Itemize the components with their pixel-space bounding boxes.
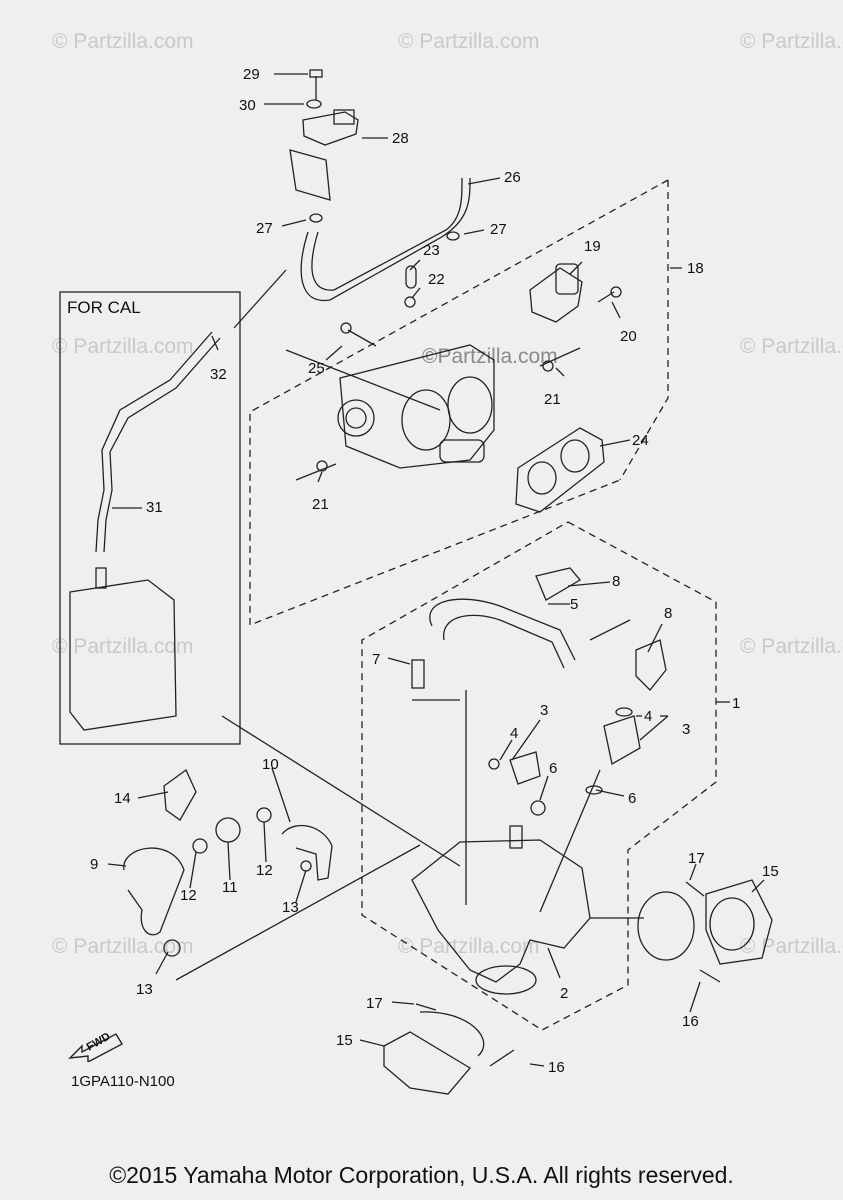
ref-line	[175, 844, 421, 981]
watermark: © Partzilla.com	[398, 935, 540, 958]
callout-11[interactable]: 11	[222, 879, 238, 896]
callout-1[interactable]: 1	[732, 695, 741, 712]
callout-12[interactable]: 12	[180, 887, 197, 904]
callout-9[interactable]: 9	[90, 856, 99, 873]
callout-2[interactable]: 2	[560, 985, 569, 1002]
callout-30[interactable]: 30	[239, 97, 256, 114]
watermark: © Partzilla.com	[740, 635, 843, 658]
callout-10[interactable]: 10	[262, 756, 279, 773]
watermark: © Partzilla.com	[52, 30, 194, 53]
callout-32[interactable]: 32	[210, 366, 227, 383]
callout-6[interactable]: 6	[628, 790, 637, 807]
callout-18[interactable]: 18	[687, 260, 704, 277]
watermark-center: ©Partzilla.com	[422, 345, 558, 368]
ref-line	[233, 269, 287, 329]
callout-26[interactable]: 26	[504, 169, 521, 186]
callout-7[interactable]: 7	[372, 651, 381, 668]
callout-25[interactable]: 25	[308, 360, 325, 377]
watermark: © Partzilla.com	[740, 30, 843, 53]
callout-6[interactable]: 6	[549, 760, 558, 777]
callout-19[interactable]: 19	[584, 238, 601, 255]
callout-16[interactable]: 16	[548, 1059, 565, 1076]
watermark: © Partzilla.com	[52, 335, 194, 358]
callout-23[interactable]: 23	[423, 242, 440, 259]
callout-8[interactable]: 8	[612, 573, 621, 590]
callout-13[interactable]: 13	[136, 981, 153, 998]
callout-29[interactable]: 29	[243, 66, 260, 83]
callout-15[interactable]: 15	[762, 863, 779, 880]
callout-24[interactable]: 24	[632, 432, 649, 449]
callout-4[interactable]: 4	[510, 725, 519, 742]
for-cal-label: FOR CAL	[67, 298, 141, 317]
fwd-arrow-icon	[68, 1033, 123, 1062]
callout-17[interactable]: 17	[366, 995, 383, 1012]
callout-12[interactable]: 12	[256, 862, 273, 879]
callout-27[interactable]: 27	[256, 220, 273, 237]
callout-15[interactable]: 15	[336, 1032, 353, 1049]
callout-8[interactable]: 8	[664, 605, 673, 622]
callout-16[interactable]: 16	[682, 1013, 699, 1030]
callout-21[interactable]: 21	[544, 391, 561, 408]
group-1-outline	[361, 521, 717, 1031]
callout-31[interactable]: 31	[146, 499, 163, 516]
watermark: © Partzilla.com	[52, 935, 194, 958]
ref-line	[221, 715, 461, 867]
callout-3[interactable]: 3	[540, 702, 549, 719]
copyright-notice: ©2015 Yamaha Motor Corporation, U.S.A. A…	[109, 1162, 734, 1188]
watermark: © Partzilla.com	[740, 935, 843, 958]
callout-17[interactable]: 17	[688, 850, 705, 867]
watermark: © Partzilla.com	[52, 635, 194, 658]
callout-14[interactable]: 14	[114, 790, 131, 807]
watermark: © Partzilla.com	[398, 30, 540, 53]
diagram-code: 1GPA110-N100	[71, 1073, 175, 1090]
for-cal-box	[59, 291, 241, 745]
callout-13[interactable]: 13	[282, 899, 299, 916]
callout-5[interactable]: 5	[570, 596, 579, 613]
callout-21[interactable]: 21	[312, 496, 329, 513]
callout-22[interactable]: 22	[428, 271, 445, 288]
group-18-outline	[619, 180, 669, 481]
callout-20[interactable]: 20	[620, 328, 637, 345]
group-18-outline-b	[249, 179, 669, 626]
callout-28[interactable]: 28	[392, 130, 409, 147]
callout-4[interactable]: 4	[644, 708, 653, 725]
callout-27[interactable]: 27	[490, 221, 507, 238]
ref-line	[285, 349, 441, 411]
watermark: © Partzilla.com	[740, 335, 843, 358]
callout-3[interactable]: 3	[682, 721, 691, 738]
